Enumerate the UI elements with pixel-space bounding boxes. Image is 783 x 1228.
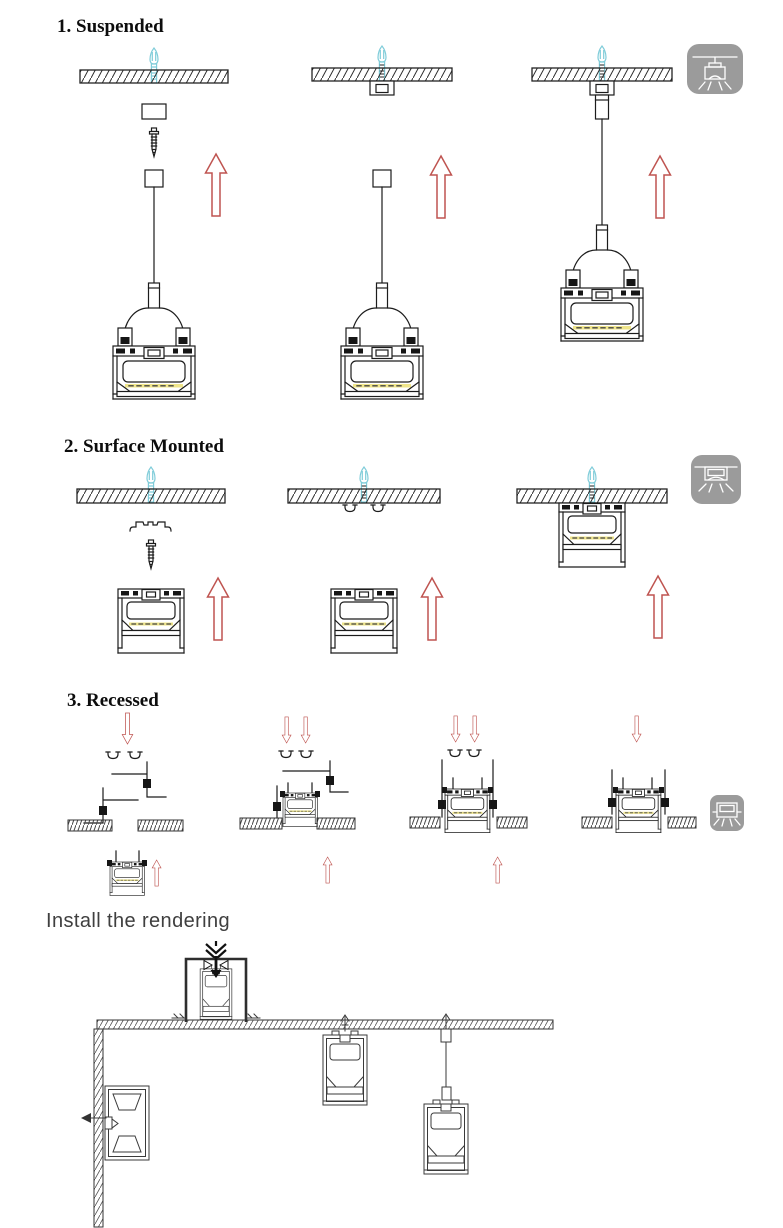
- spring-clip: [127, 751, 143, 760]
- surface-install-badge-icon: [691, 455, 741, 504]
- ceiling-slab: [76, 488, 226, 504]
- ceiling-tile: [67, 819, 113, 832]
- pendant-fixture: [560, 224, 644, 342]
- spring-clip: [298, 750, 314, 759]
- recessed-fixture: [442, 777, 493, 833]
- ceiling-line: [96, 1019, 554, 1030]
- ceiling-tile: [581, 816, 613, 829]
- pendant-install-badge-icon: [687, 44, 743, 94]
- down-arrow: [469, 715, 480, 743]
- spring-clip: [447, 749, 463, 758]
- recessed-step-1: [67, 712, 184, 896]
- linear-fixture: [558, 502, 626, 568]
- pendant-fixture: [112, 282, 196, 400]
- ceiling-tile: [496, 816, 528, 829]
- cable-gripper: [372, 169, 392, 188]
- ceiling-slab: [531, 67, 673, 82]
- up-arrow: [206, 577, 230, 641]
- recessed-housing: [171, 956, 261, 1022]
- cable-gripper: [144, 169, 164, 188]
- suspended-step-1: [79, 47, 229, 400]
- recessed-step-2: [239, 716, 356, 884]
- ceiling-tile: [667, 816, 697, 829]
- screw-icon: [145, 539, 157, 570]
- up-arrow: [492, 856, 503, 884]
- up-arrow: [322, 856, 333, 884]
- surface-mounted-section-heading: 2. Surface Mounted: [64, 436, 224, 457]
- linear-fixture: [330, 588, 398, 654]
- up-arrow: [429, 155, 453, 219]
- mounting-clip: [129, 521, 172, 532]
- suspended-fixture: [423, 1013, 469, 1175]
- install-rendering-heading: Install the rendering: [46, 910, 231, 932]
- down-arrow: [300, 716, 311, 744]
- surface-step-2: [287, 466, 444, 654]
- ceiling-tile: [409, 816, 441, 829]
- down-arrow: [450, 715, 461, 743]
- hanger-bracket: [111, 761, 167, 798]
- recessed-fixture: [613, 777, 664, 833]
- mounting-clip: [342, 504, 358, 513]
- ceiling-tile: [239, 817, 283, 830]
- spring-clip: [278, 750, 294, 759]
- suspended-section-diagram: [79, 44, 743, 400]
- surface-step-3: [516, 466, 670, 639]
- up-arrow: [420, 577, 444, 641]
- wall-line: [93, 1028, 104, 1228]
- recessed-step-3: [409, 715, 528, 884]
- ceiling-slab: [311, 67, 453, 82]
- mounting-plate: [589, 80, 615, 96]
- recessed-section-heading: 3. Recessed: [67, 690, 159, 711]
- ceiling-slab: [287, 488, 441, 504]
- recessed-section-diagram: [67, 712, 744, 896]
- down-arrow: [281, 716, 292, 744]
- recessed-fixture: [107, 850, 147, 896]
- hanger-bracket: [83, 787, 139, 824]
- suspended-step-3: [531, 45, 673, 342]
- surface-mounted-fixture: [322, 1014, 368, 1106]
- toggle-anchor-icon: [203, 956, 229, 978]
- hanger-rods: [608, 769, 669, 815]
- suspended-step-2: [311, 45, 453, 400]
- ceiling-tile: [137, 819, 184, 832]
- rendering-section-diagram: [81, 941, 554, 1228]
- hanger-bracket: [273, 760, 349, 819]
- up-arrow: [204, 153, 228, 217]
- cable-gripper: [594, 94, 610, 120]
- spring-clip: [105, 751, 121, 760]
- mounting-plate: [141, 103, 167, 120]
- linear-fixture: [117, 588, 185, 654]
- ceiling-slab: [79, 69, 229, 84]
- up-arrow: [648, 155, 672, 219]
- surface-step-1: [76, 466, 230, 654]
- down-arrow: [121, 712, 134, 745]
- up-arrow: [151, 859, 162, 887]
- ceiling-tile: [316, 817, 356, 830]
- ceiling-slab: [516, 488, 668, 504]
- recessed-step-4: [581, 715, 697, 833]
- mounting-plate: [369, 80, 395, 96]
- screw-icon: [148, 127, 160, 158]
- spring-clip: [466, 749, 482, 758]
- down-arrow: [631, 715, 642, 743]
- recessed-install-badge-icon: [710, 795, 744, 831]
- surface-mounted-section-diagram: [76, 455, 741, 654]
- recessed-fixture: [280, 782, 320, 827]
- wall-mounted-fixture: [81, 1085, 150, 1161]
- up-arrow: [646, 575, 670, 639]
- suspended-section-heading: 1. Suspended: [57, 16, 164, 37]
- left-arrow: [81, 1113, 91, 1123]
- pendant-fixture: [340, 282, 424, 400]
- mounting-clip: [370, 504, 386, 513]
